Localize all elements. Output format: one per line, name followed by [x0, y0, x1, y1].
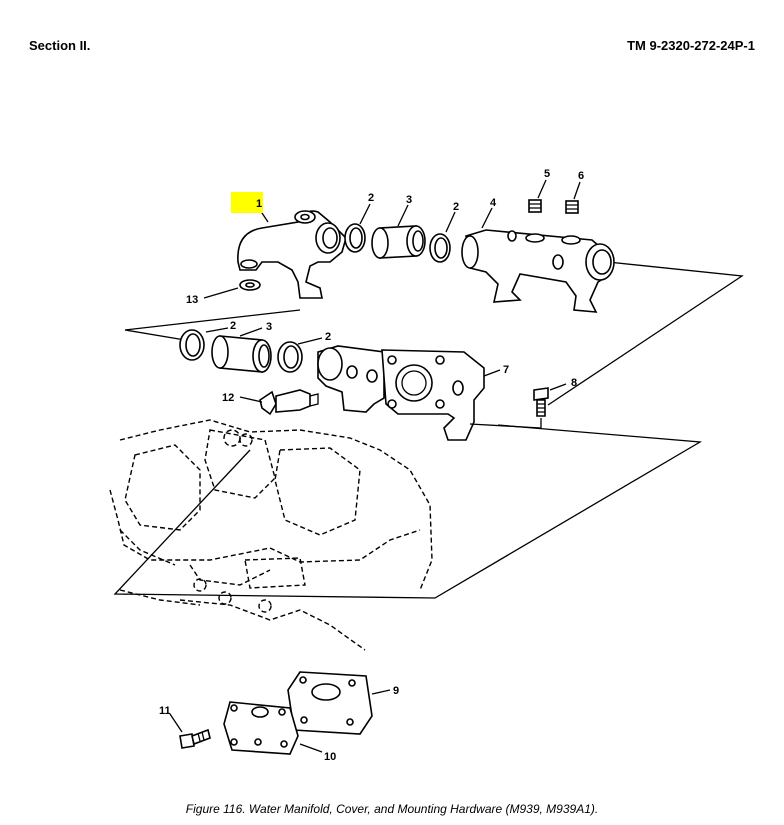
manifold-elbow-part: [237, 210, 347, 299]
pipe-plug-5: [528, 199, 542, 213]
callout-1[interactable]: 1: [256, 198, 262, 210]
callout-3[interactable]: 3: [406, 194, 412, 206]
seal-ring-top-2: [429, 233, 451, 263]
callout-2[interactable]: 2: [368, 192, 374, 204]
callout-2[interactable]: 2: [453, 201, 459, 213]
callout-9[interactable]: 9: [393, 685, 399, 697]
leader-9: [371, 689, 391, 695]
leader-12: [239, 396, 263, 403]
callout-10[interactable]: 10: [324, 751, 336, 763]
leader-5: [537, 179, 547, 199]
leader-11: [169, 713, 183, 733]
callout-5[interactable]: 5: [544, 168, 550, 180]
callout-2[interactable]: 2: [230, 320, 236, 332]
capscrew-11: [179, 728, 211, 749]
seal-ring-mid-1: [179, 329, 205, 361]
engine-block-phantom: [109, 419, 433, 651]
gasket-9: [287, 671, 373, 735]
sleeve-top: [371, 225, 426, 259]
leader-2d: [297, 337, 323, 345]
tm-number: TM 9-2320-272-24P-1: [627, 38, 755, 53]
callout-12[interactable]: 12: [222, 392, 234, 404]
seal-ring-top-1: [344, 223, 366, 253]
callout-6[interactable]: 6: [578, 170, 584, 182]
callout-4[interactable]: 4: [490, 197, 497, 209]
upper-plane-edge: [124, 329, 186, 341]
callout-3[interactable]: 3: [266, 321, 272, 333]
callout-13[interactable]: 13: [186, 294, 198, 306]
pipe-plug-6: [565, 200, 579, 214]
leader-2c: [205, 327, 229, 333]
callout-2[interactable]: 2: [325, 331, 331, 343]
callout-8[interactable]: 8: [571, 377, 577, 389]
leader-3a: [397, 204, 409, 227]
leader-8-hardware: [469, 418, 542, 429]
callout-11[interactable]: 11: [159, 705, 171, 717]
item-1-highlight: [231, 192, 263, 213]
upper-plane-outline: [124, 261, 744, 406]
callout-7[interactable]: 7: [503, 364, 509, 376]
thermostat-cover-7: [381, 349, 485, 441]
lower-plane-outline: [113, 424, 703, 599]
sleeve-mid: [211, 335, 272, 373]
leader-10: [299, 743, 323, 753]
leader-6: [573, 181, 581, 200]
leader-4: [481, 207, 493, 229]
cover-plate-10: [223, 701, 299, 755]
figure-caption: Figure 116. Water Manifold, Cover, and M…: [185, 802, 599, 816]
seal-ring-mid-2: [277, 341, 303, 373]
section-label: Section II.: [29, 38, 91, 53]
water-manifold-part: [461, 229, 615, 313]
washer-13: [239, 279, 261, 291]
leader-2a: [359, 203, 371, 225]
leader-7: [483, 369, 501, 377]
leader-13: [203, 287, 239, 299]
leader-2b: [445, 211, 456, 233]
leader-8: [549, 383, 567, 391]
drain-valve-12: [259, 389, 319, 416]
capscrew-8: [533, 387, 549, 417]
leader-3b: [239, 327, 263, 337]
manifold-section-mid: [317, 345, 385, 413]
